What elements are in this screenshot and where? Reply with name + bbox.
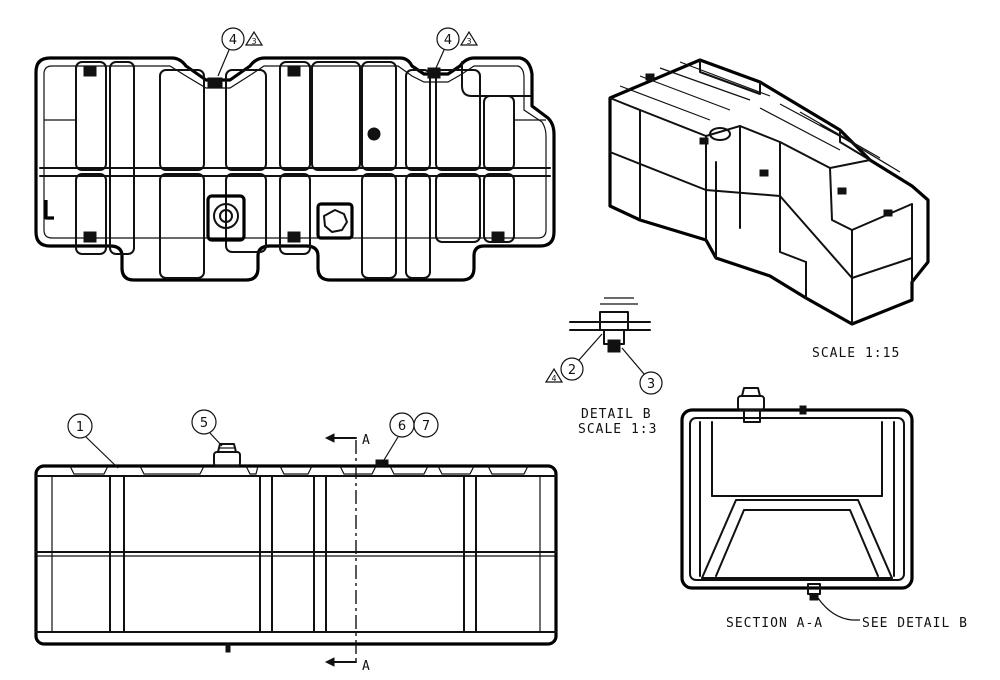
svg-text:6: 6 [398, 419, 406, 434]
section-drain [807, 583, 821, 601]
section-title: SECTION A-A [726, 616, 823, 631]
iso-scale-label: SCALE 1:15 [812, 346, 900, 361]
svg-text:3: 3 [647, 377, 655, 392]
top-view-outline [34, 56, 556, 282]
svg-text:3: 3 [466, 37, 471, 46]
svg-text:5: 5 [200, 416, 208, 431]
svg-text:3: 3 [251, 37, 256, 46]
section-cap [737, 387, 765, 423]
svg-text:4: 4 [551, 374, 556, 383]
revision-flag-3-left: 3 [244, 30, 264, 46]
isometric-view: SCALE 1:15 [608, 58, 930, 361]
svg-text:A: A [362, 659, 371, 674]
balloon-2: 2 [560, 333, 603, 381]
balloon-3: 3 [621, 347, 663, 395]
balloon-5: 5 [191, 409, 223, 447]
section-a-a: SECTION A-A SEE DETAIL B [680, 387, 968, 631]
section-outline [680, 408, 914, 590]
top-view-notches [44, 65, 505, 243]
section-baffle [701, 499, 893, 579]
detail-b-scale: SCALE 1:3 [578, 422, 657, 437]
svg-text:4: 4 [444, 33, 452, 48]
top-view: 4 3 4 3 [34, 27, 556, 282]
svg-text:7: 7 [422, 419, 430, 434]
filler-port [206, 194, 246, 242]
svg-text:1: 1 [76, 420, 84, 435]
iso-outline [608, 58, 930, 326]
side-view-cap [213, 443, 241, 467]
balloon-4-left: 4 [217, 27, 245, 77]
svg-text:4: 4 [229, 33, 237, 48]
side-view: A A 1 5 6 7 [34, 409, 558, 674]
top-view-inner-outline [43, 65, 547, 239]
svg-text:2: 2 [568, 363, 576, 378]
svg-text:A: A [362, 433, 371, 448]
balloon-7: 7 [413, 412, 439, 438]
revision-flag-4: 4 [544, 367, 564, 383]
side-view-outline [34, 464, 558, 646]
see-detail-label: SEE DETAIL B [862, 616, 968, 631]
detail-b-title: DETAIL B [581, 407, 652, 422]
balloon-4-right: 4 [435, 27, 460, 69]
balloon-6: 6 [383, 412, 415, 461]
vent-dot [367, 127, 381, 141]
top-view-ribs [39, 61, 551, 279]
iso-filler-cap [709, 127, 731, 141]
sender-port [316, 202, 354, 240]
revision-flag-3-right: 3 [459, 30, 479, 46]
detail-b: 2 4 3 DETAIL B SCALE 1:3 [544, 297, 663, 437]
balloon-1: 1 [67, 413, 119, 469]
side-view-ridges [69, 465, 529, 475]
